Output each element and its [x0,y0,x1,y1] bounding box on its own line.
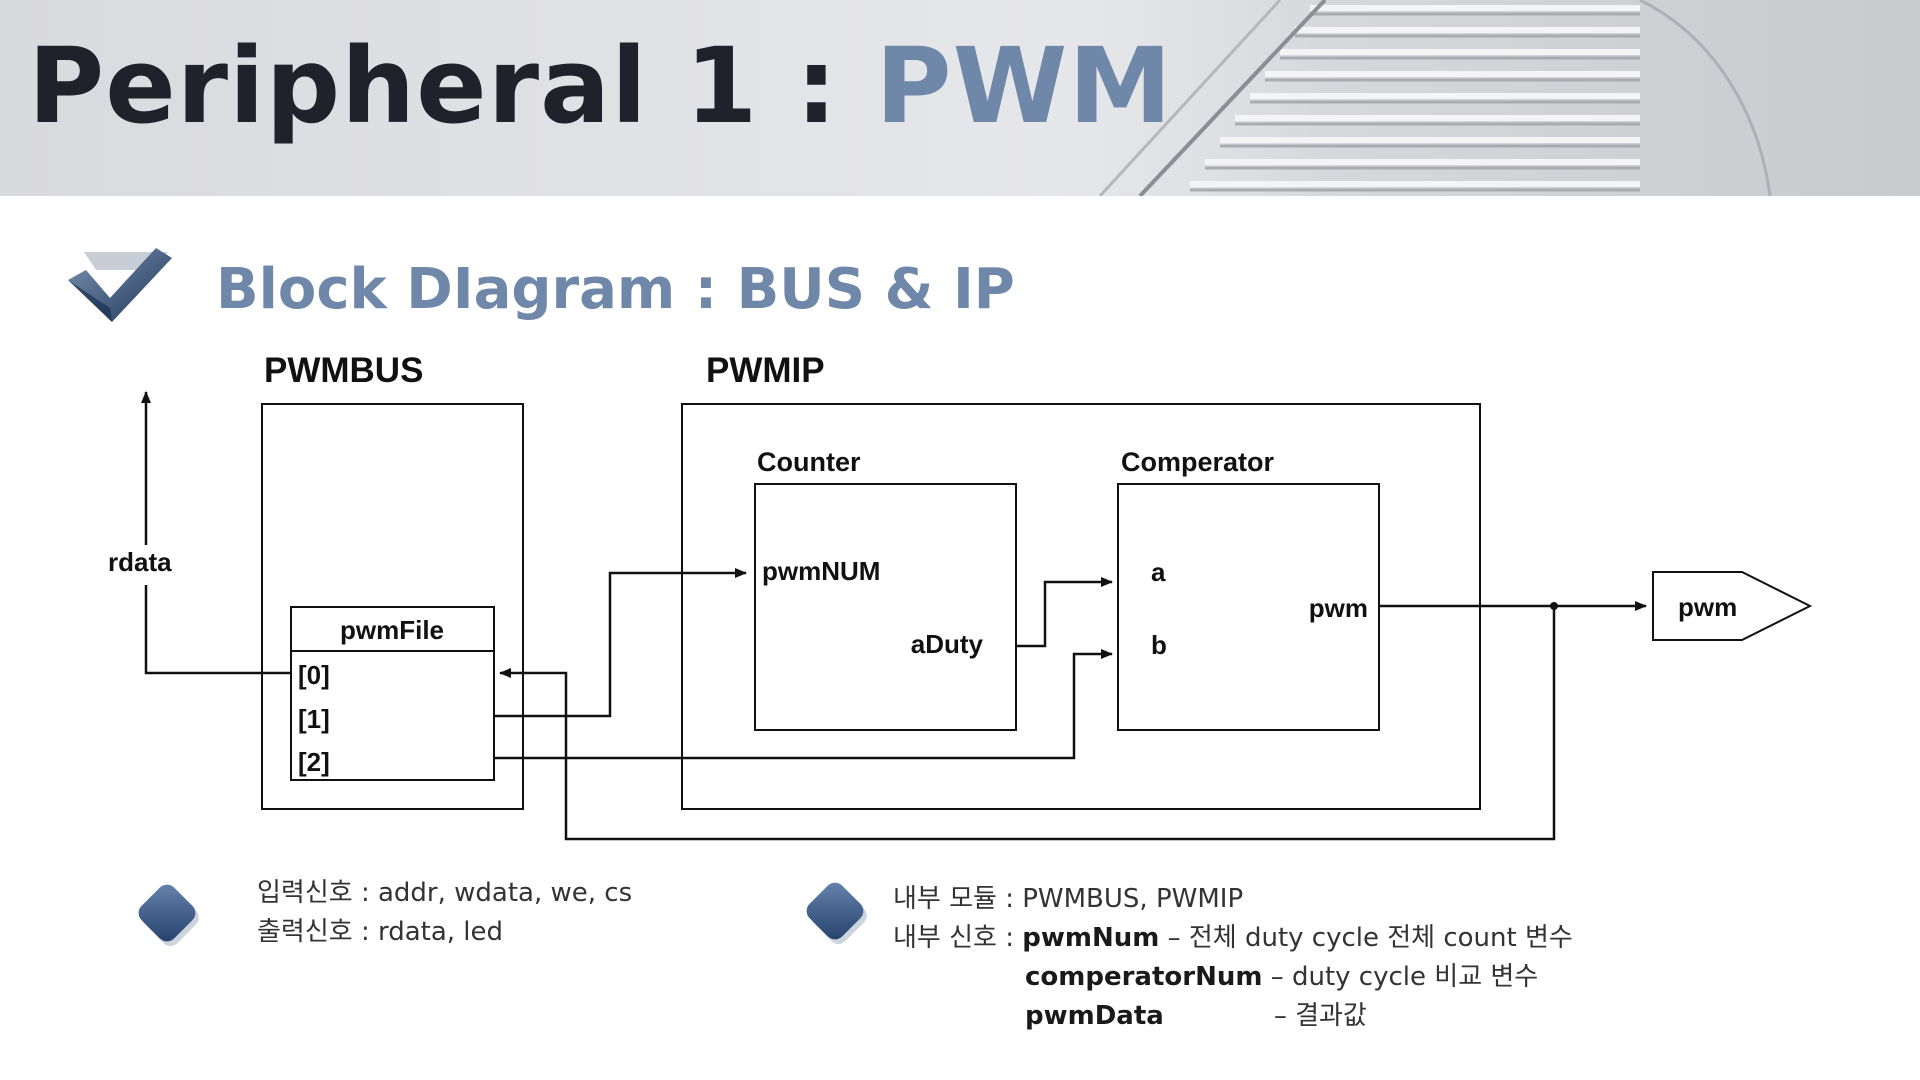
internal-signal-row-1: 내부 신호 : pwmNum – 전체 duty cycle 전체 count … [893,919,1573,958]
internal-signal-row-3: pwmData – 결과값 [893,997,1573,1036]
rdata-label: rdata [108,547,172,577]
pwmbus-box [261,403,524,810]
signal-name-comperatornum: comperatorNum [1025,962,1263,992]
pwmbus-title: PWMBUS [264,351,423,390]
output-signals: 출력신호 : rdata, led [257,917,504,947]
pwm-output-port-shape [1652,571,1813,641]
input-signals: 입력신호 : addr, wdata, we, cs [257,878,633,908]
io-signal-notes: 입력신호 : addr, wdata, we, cs 출력신호 : rdata,… [257,874,632,952]
diamond-bullet-icon [806,882,867,944]
counter-port-aduty: aDuty [911,629,984,659]
wire-pwm-feedback [499,606,1556,841]
slide-title-accent: PWM [875,25,1173,147]
wire-aduty-to-a [1016,577,1113,648]
signal-desc-pwmdata: – 결과값 [1273,1001,1367,1031]
pwmip-title: PWMIP [706,351,825,390]
rdata-wire [144,585,291,675]
pwm-output-port-label: pwm [1678,592,1737,622]
comparator-title: Comperator [1121,447,1275,477]
block-diagram: PWMBUS pwmFile [0] [1] [2] rdata PWMIP C… [108,351,1813,841]
counter-port-pwmnum: pwmNUM [762,556,880,586]
pwmfile-box [290,606,495,781]
staircase-background-image [1080,0,1920,196]
pwmfile-reg-0: [2] [298,747,330,777]
internal-notes: 내부 모듈 : PWMBUS, PWMIP 내부 신호 : pwmNum – 전… [893,880,1573,1036]
counter-box [754,483,1017,731]
counter-title: Counter [757,447,861,477]
internal-signals-prefix: 내부 신호 : [893,923,1023,953]
wire-reg1-to-pwmnum [494,568,747,718]
diamond-bullet-icon [138,884,199,946]
signal-name-pwmdata: pwmData [1025,1001,1164,1031]
pwmfile-reg-2: [0] [298,660,330,690]
pwmfile-reg-1: [1] [298,704,330,734]
wire-reg0-to-b [494,649,1113,760]
slide-title: Peripheral 1 : PWM [28,34,1173,138]
title-banner: Peripheral 1 : PWM [0,0,1920,196]
signal-name-pwmnum: pwmNum [1022,923,1160,953]
comparator-port-pwm: pwm [1309,593,1368,623]
checkbox-check-icon [68,248,172,322]
comparator-port-a: a [1151,557,1166,587]
section-subtitle: Block DIagram : BUS & IP [216,257,1015,322]
internal-modules: 내부 모듈 : PWMBUS, PWMIP [893,884,1244,914]
pwmfile-title: pwmFile [340,615,444,645]
internal-signal-row-2: comperatorNum – duty cycle 비교 변수 [893,958,1573,997]
signal-desc-comperatornum: – duty cycle 비교 변수 [1262,962,1539,992]
comparator-port-b: b [1151,630,1167,660]
signal-desc-pwmnum: – 전체 duty cycle 전체 count 변수 [1159,923,1573,953]
slide-title-prefix: Peripheral 1 : [28,25,876,147]
